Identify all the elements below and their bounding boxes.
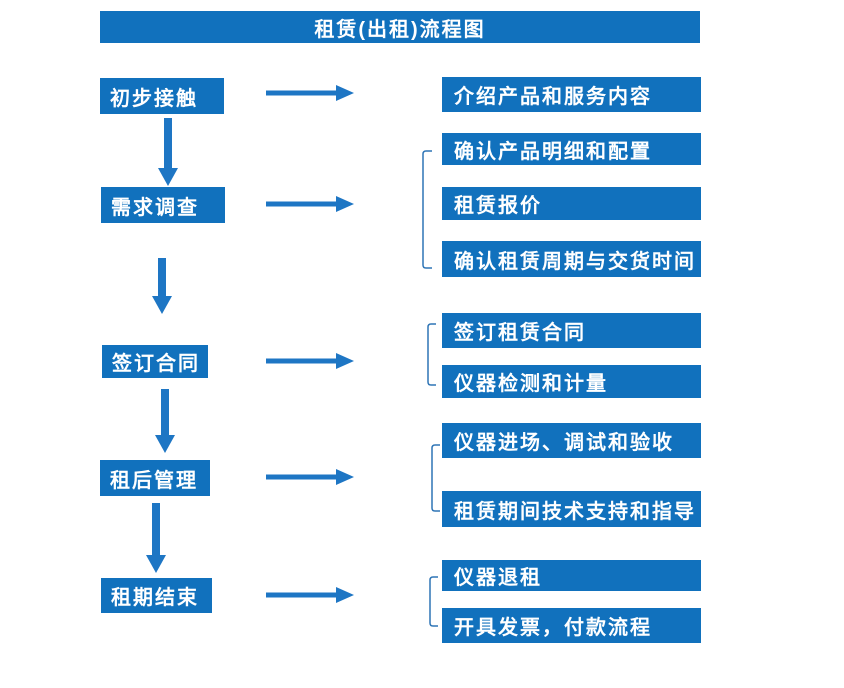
- arrow-right-step3: [266, 353, 354, 369]
- bracket-step4-details: [431, 444, 440, 512]
- bracket-step3-details: [427, 323, 436, 386]
- detail-box-instrument-setup-acceptance: 仪器进场、调试和验收: [442, 423, 701, 458]
- detail-box-instrument-inspection: 仪器检测和计量: [442, 365, 701, 398]
- arrow-right-step5: [266, 587, 354, 603]
- step-box-sign-contract: 签订合同: [102, 345, 208, 378]
- arrow-right-step2: [266, 196, 354, 212]
- detail-box-confirm-period-delivery: 确认租赁周期与交货时间: [442, 241, 701, 277]
- detail-box-introduce-products: 介绍产品和服务内容: [442, 77, 701, 112]
- flowchart-title: 租赁(出租)流程图: [100, 11, 700, 43]
- detail-box-instrument-return: 仪器退租: [442, 560, 701, 591]
- step-box-initial-contact: 初步接触: [100, 78, 224, 114]
- arrow-down-step3-step4: [155, 389, 175, 453]
- arrow-down-step1-step2: [158, 118, 178, 186]
- detail-box-sign-rental-contract: 签订租赁合同: [442, 313, 701, 348]
- detail-box-rental-quote: 租赁报价: [442, 187, 701, 220]
- arrow-right-step4: [266, 469, 354, 485]
- detail-box-confirm-product-config: 确认产品明细和配置: [442, 133, 701, 165]
- step-box-rental-end: 租期结束: [101, 578, 212, 613]
- detail-box-invoice-payment: 开具发票，付款流程: [442, 608, 701, 643]
- detail-box-technical-support: 租赁期间技术支持和指导: [442, 491, 701, 527]
- arrow-down-step2-step3: [152, 258, 172, 314]
- bracket-step2-details: [422, 150, 432, 269]
- arrow-down-step4-step5: [146, 503, 166, 573]
- bracket-step5-details: [429, 576, 438, 627]
- arrow-right-step1: [266, 85, 354, 101]
- step-box-post-rental-management: 租后管理: [100, 460, 210, 496]
- step-box-needs-survey: 需求调查: [101, 187, 225, 223]
